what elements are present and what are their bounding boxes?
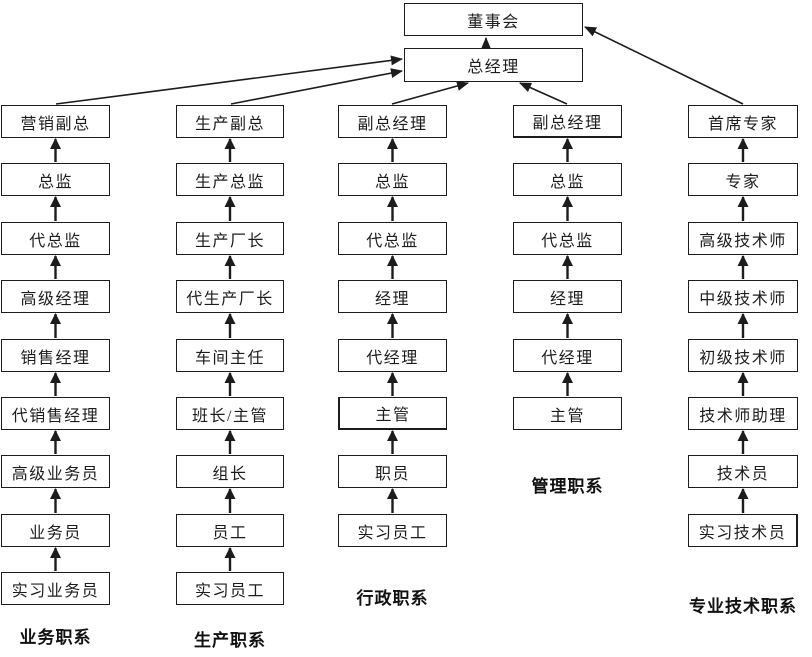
node-business-6: 高级业务员 [1,455,110,488]
node-technical-4: 初级技术师 [688,339,798,372]
node-production-5: 班长/主管 [176,397,284,430]
node-technical-6: 技术员 [688,455,798,488]
node-technical-1: 专家 [688,163,798,196]
node-business-5: 代销售经理 [1,397,110,430]
node-admin-1: 总监 [338,163,447,196]
link-business-top-to-general-manager-left [55,55,403,105]
node-admin-2: 代总监 [338,222,447,255]
node-management-3: 经理 [513,280,622,313]
node-technical-5: 技术师助理 [688,397,798,430]
node-admin-0: 副总经理 [338,105,447,138]
node-business-3: 高级经理 [1,280,110,313]
node-technical-7: 实习技术员 [688,514,798,547]
node-technical-3: 中级技术师 [688,280,798,313]
node-admin-5: 主管 [338,397,447,430]
node-general-manager: 总经理 [404,48,583,82]
node-admin-3: 经理 [338,280,447,313]
node-business-7: 业务员 [1,514,110,547]
node-admin-7: 实习员工 [338,514,447,547]
node-production-8: 实习员工 [176,572,284,605]
column-label-admin: 行政职系 [356,589,429,608]
column-label-management: 管理职系 [531,477,604,496]
node-business-8: 实习业务员 [1,572,110,605]
link-production-top-to-general-manager-left [230,68,403,105]
node-production-4: 车间主任 [176,339,284,372]
node-production-1: 生产总监 [176,163,284,196]
node-management-5: 主管 [513,397,622,430]
link-technical-top-to-board-right [584,26,744,105]
column-label-business: 业务职系 [19,628,92,647]
node-production-6: 组长 [176,455,284,488]
node-management-4: 代经理 [513,339,622,372]
node-admin-4: 代经理 [338,339,447,372]
link-management-top-to-general-manager-bottom [519,82,568,105]
node-production-7: 员工 [176,514,284,547]
node-business-0: 营销副总 [1,105,110,138]
node-technical-2: 高级技术师 [688,222,798,255]
node-business-4: 销售经理 [1,339,110,372]
node-management-1: 总监 [513,163,622,196]
column-label-technical: 专业技术职系 [689,597,797,616]
node-business-1: 总监 [1,163,110,196]
node-production-3: 代生产厂长 [176,280,284,313]
node-board-of-directors: 董事会 [404,3,583,36]
node-technical-0: 首席专家 [688,105,798,138]
column-label-production: 生产职系 [194,631,266,650]
node-production-2: 生产厂长 [176,222,284,255]
node-business-2: 代总监 [1,222,110,255]
node-admin-6: 职员 [338,455,447,488]
link-admin-top-to-general-manager-bottom [391,81,469,105]
node-production-0: 生产副总 [176,105,284,138]
node-management-0: 副总经理 [513,105,622,138]
node-management-2: 代总监 [513,222,622,255]
